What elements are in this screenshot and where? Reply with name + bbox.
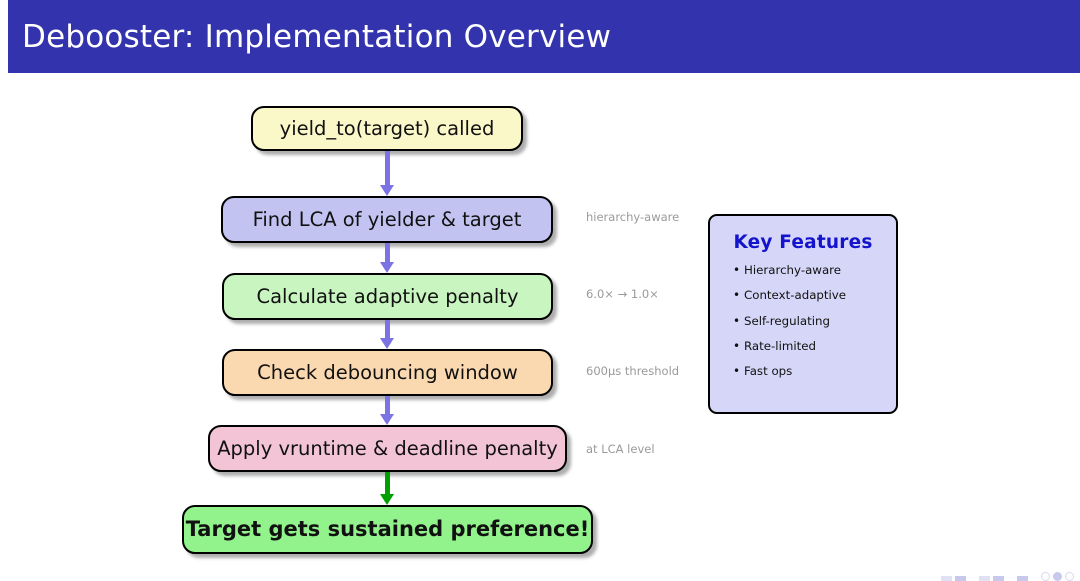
- key-features-title: Key Features: [733, 232, 873, 253]
- flow-node-check-debouncing[interactable]: Check debouncing window: [222, 349, 553, 396]
- page-title: Debooster: Implementation Overview: [22, 18, 612, 55]
- arrow-head: [380, 185, 394, 196]
- nav-section-2[interactable]: [979, 576, 1004, 581]
- flow-arrow-1-icon: [380, 151, 394, 196]
- flow-node-find-lca[interactable]: Find LCA of yielder & target: [221, 196, 553, 243]
- arrow-shaft: [384, 396, 390, 416]
- nav-frame-icon[interactable]: [1017, 576, 1028, 581]
- flow-node-outcome[interactable]: Target gets sustained preference!: [182, 505, 593, 554]
- flow-arrow-2-icon: [380, 243, 394, 273]
- arrow-shaft: [384, 243, 390, 264]
- flow-node-label: Target gets sustained preference!: [185, 517, 590, 541]
- arrow-shaft: [384, 320, 390, 340]
- nav-dot-icon[interactable]: [1053, 572, 1062, 581]
- slide-title-bar: Debooster: Implementation Overview: [8, 0, 1080, 73]
- list-item: Context-adaptive: [733, 289, 896, 302]
- flow-node-label: yield_to(target) called: [279, 116, 495, 140]
- nav-dot-icon[interactable]: [1065, 572, 1074, 581]
- flow-node-label: Calculate adaptive penalty: [256, 284, 519, 308]
- nav-frame-icon[interactable]: [993, 576, 1004, 581]
- arrow-shaft: [384, 472, 390, 496]
- nav-section-1[interactable]: [941, 576, 966, 581]
- list-item: Rate-limited: [733, 340, 896, 353]
- flow-arrow-5-icon: [380, 472, 394, 505]
- list-item: Fast ops: [733, 365, 896, 378]
- arrow-head: [380, 262, 394, 273]
- arrow-head: [380, 494, 394, 505]
- annotation-debounce-threshold: 600µs threshold: [586, 364, 680, 378]
- key-features-panel: Key Features Hierarchy-aware Context-ada…: [708, 214, 898, 414]
- flow-arrow-3-icon: [380, 320, 394, 349]
- flow-node-calculate-penalty[interactable]: Calculate adaptive penalty: [222, 273, 553, 320]
- nav-frame-icon[interactable]: [941, 576, 952, 581]
- annotation-at-lca-level: at LCA level: [586, 442, 655, 456]
- flow-arrow-4-icon: [380, 396, 394, 425]
- flow-node-label: Check debouncing window: [257, 360, 518, 384]
- arrow-head: [380, 338, 394, 349]
- annotation-hierarchy-aware: hierarchy-aware: [586, 210, 680, 224]
- flow-node-label: Find LCA of yielder & target: [252, 207, 522, 231]
- list-item: Self-regulating: [733, 315, 896, 328]
- flow-node-apply-penalty[interactable]: Apply vruntime & deadline penalty: [208, 425, 567, 472]
- flow-node-yield-to-called[interactable]: yield_to(target) called: [251, 106, 523, 151]
- nav-frame-icon[interactable]: [979, 576, 990, 581]
- flowchart: yield_to(target) called Find LCA of yiel…: [0, 73, 700, 581]
- arrow-head: [380, 414, 394, 425]
- nav-frame-icon[interactable]: [955, 576, 966, 581]
- arrow-shaft: [384, 151, 390, 187]
- list-item: Hierarchy-aware: [733, 264, 896, 277]
- annotation-penalty-range: 6.0× → 1.0×: [586, 287, 659, 301]
- flow-node-label: Apply vruntime & deadline penalty: [217, 436, 558, 460]
- nav-dot-icon[interactable]: [1041, 572, 1050, 581]
- slide-navigation-bar[interactable]: [941, 563, 1074, 581]
- key-features-list: Hierarchy-aware Context-adaptive Self-re…: [710, 264, 896, 378]
- nav-dots-group[interactable]: [1041, 572, 1074, 581]
- nav-section-3[interactable]: [1017, 576, 1028, 581]
